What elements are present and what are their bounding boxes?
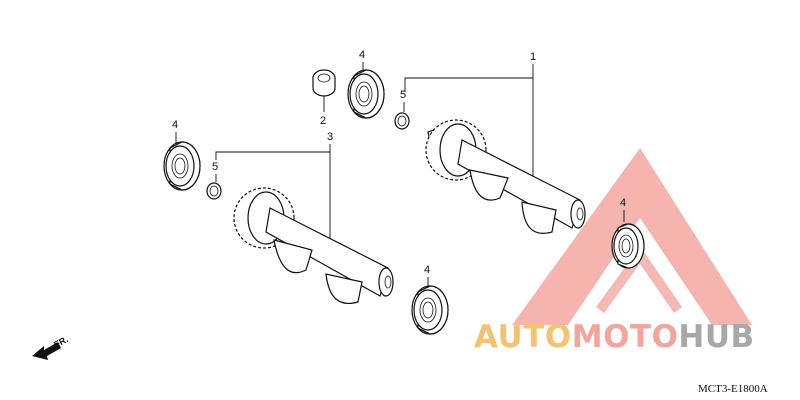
callout-shaft-assy-lower: 3: [327, 131, 333, 143]
bearing-bottom-part: [411, 285, 449, 335]
callout-washer-upper: 5: [400, 89, 406, 101]
bearing-right-part: [611, 223, 645, 269]
callout-bearing-right: 4: [620, 197, 626, 209]
callout-bearing-bottom: 4: [424, 264, 430, 276]
callout-bearing-left: 4: [172, 119, 178, 131]
watermark-word-moto: MOTO: [572, 319, 679, 355]
collar-part: [312, 69, 336, 97]
bearing-left-part: [163, 141, 201, 191]
diagram-code: MCT3-E1800A: [698, 383, 768, 395]
upper-shaft-part: [425, 119, 586, 234]
leader-line-3: [215, 144, 331, 250]
callout-collar: 2: [320, 115, 326, 127]
washer-lower-part: [206, 182, 222, 200]
watermark-word-auto: AUTO: [474, 319, 572, 355]
callout-bearing-top: 4: [359, 49, 365, 61]
watermark-triangle-outer: [512, 148, 752, 325]
callout-shaft-assy-upper: 1: [530, 51, 536, 63]
watermark-brand-text: AUTOMOTOHUB: [474, 319, 755, 355]
front-direction-arrow: FR.: [32, 334, 70, 360]
callout-1-group: 1: [404, 51, 536, 178]
callout-washer-lower: 5: [212, 161, 218, 173]
washer-upper-part: [394, 112, 410, 130]
lower-shaft-part: [233, 187, 394, 304]
bearing-top-part: [347, 69, 385, 119]
direction-label: FR.: [52, 334, 69, 350]
watermark-word-hub: HUB: [678, 319, 754, 355]
leader-line-1: [404, 64, 534, 178]
